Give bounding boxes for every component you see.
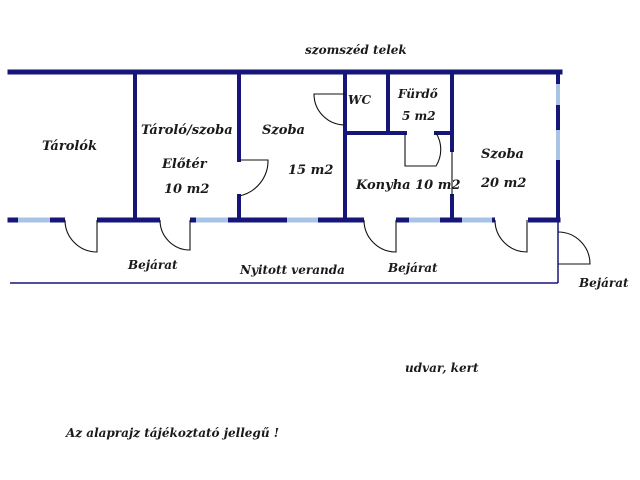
door-room2 — [494, 219, 528, 253]
label-room1-area: 15 m2 — [288, 163, 333, 178]
label-veranda: Nyitott veranda — [239, 263, 345, 277]
label-room2: Szoba — [481, 147, 524, 162]
label-bathroom-area: 5 m2 — [402, 109, 436, 123]
label-storage-room: Tároló/szoba — [141, 123, 233, 138]
door-wc — [313, 93, 346, 126]
label-yard: udvar, kert — [405, 361, 479, 375]
label-hall: Előtér — [161, 157, 208, 172]
label-neighbor: szomszéd telek — [305, 43, 407, 57]
door-side-entrance — [557, 231, 591, 265]
label-entrance-3: Bejárat — [578, 276, 629, 290]
label-entrance-1: Bejárat — [127, 258, 178, 272]
door-hall-room1 — [238, 159, 269, 197]
label-storages: Tárolók — [42, 139, 97, 154]
label-room2-area: 20 m2 — [480, 176, 526, 191]
label-wc: WC — [348, 93, 371, 107]
door-bathroom — [404, 132, 442, 167]
door-storages — [64, 219, 98, 253]
label-bathroom: Fürdő — [397, 87, 438, 101]
label-hall-area: 10 m2 — [164, 182, 209, 197]
label-entrance-2: Bejárat — [387, 261, 438, 275]
label-room1: Szoba — [262, 123, 305, 138]
label-kitchen: Konyha 10 m2 — [355, 178, 461, 193]
door-hall — [159, 219, 191, 251]
door-kitchen — [363, 219, 397, 253]
label-note: Az alaprajz tájékoztató jellegű ! — [65, 426, 279, 440]
